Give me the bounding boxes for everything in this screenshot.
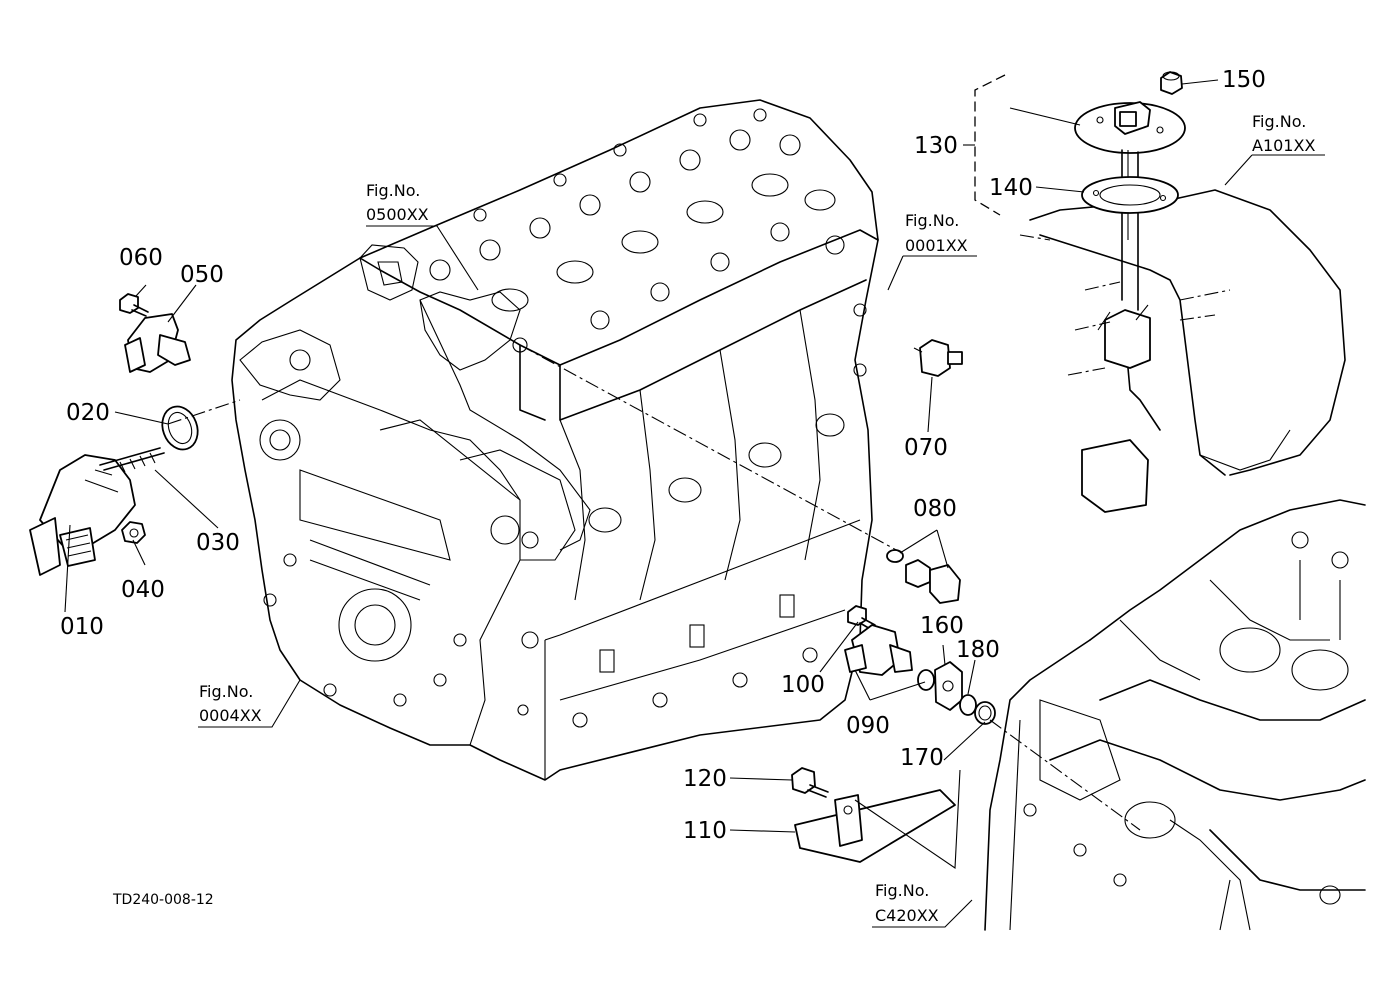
axis-lines: [167, 234, 1231, 831]
part-160-oring: [917, 669, 935, 691]
label-040: 040: [121, 577, 165, 603]
part-110-plate: [794, 789, 956, 863]
part-080-sensor: [886, 549, 961, 604]
fig-ref-code: 0001XX: [905, 236, 968, 255]
label-070: 070: [904, 435, 948, 461]
fig-ref-0500xx: Fig.No. 0500XX: [366, 181, 429, 224]
label-060: 060: [119, 245, 163, 271]
part-040-nut: [121, 521, 146, 544]
label-020: 020: [66, 400, 110, 426]
fig-ref-code: A101XX: [1252, 136, 1315, 155]
part-010-sensor: [29, 454, 136, 576]
part-130-fuel-sender: [1074, 101, 1186, 513]
fig-ref-code: 0500XX: [366, 205, 429, 224]
part-060-bolt: [119, 293, 149, 317]
part-180-ring: [959, 694, 977, 716]
part-120-bolt: [791, 767, 829, 798]
label-160: 160: [920, 613, 964, 639]
fig-ref-0001xx: Fig.No. 0001XX: [905, 211, 968, 255]
label-130: 130: [914, 133, 958, 159]
part-100-bolt: [847, 605, 876, 631]
fig-ref-0004xx: Fig.No. 0004XX: [199, 682, 262, 725]
part-140-gasket: [1081, 176, 1179, 214]
part-030-stud: [99, 447, 165, 473]
fig-ref-prefix: Fig.No.: [366, 181, 420, 200]
label-080: 080: [913, 496, 957, 522]
label-050: 050: [180, 262, 224, 288]
transmission-case-drawing: [984, 499, 1366, 931]
part-150-nut: [1160, 71, 1183, 95]
fig-ref-prefix: Fig.No.: [875, 881, 929, 900]
fig-ref-a101xx: Fig.No. A101XX: [1252, 112, 1315, 155]
part-070-sender: [913, 339, 963, 377]
label-120: 120: [683, 766, 727, 792]
part-gasket-plate: [934, 661, 963, 711]
fig-ref-code: 0004XX: [199, 706, 262, 725]
label-150: 150: [1222, 67, 1266, 93]
label-010: 010: [60, 614, 104, 640]
part-050-sensor: [124, 313, 191, 373]
fig-ref-c420xx: Fig.No. C420XX: [875, 881, 939, 925]
part-number-labels: 010 020 030 040 050 060 070 080 090 100 …: [60, 67, 1266, 844]
group-130-bracket: [974, 74, 1006, 216]
label-170: 170: [900, 745, 944, 771]
fig-ref-prefix: Fig.No.: [1252, 112, 1306, 131]
label-100: 100: [781, 672, 825, 698]
fuel-tank-drawing: [1029, 189, 1346, 476]
label-140: 140: [989, 175, 1033, 201]
fig-ref-code: C420XX: [875, 906, 939, 925]
part-020-oring: [161, 405, 199, 451]
fig-ref-prefix: Fig.No.: [199, 682, 253, 701]
part-170-ring: [974, 701, 996, 725]
label-110: 110: [683, 818, 727, 844]
label-180: 180: [956, 637, 1000, 663]
leader-lines: [64, 79, 1325, 928]
fig-ref-prefix: Fig.No.: [905, 211, 959, 230]
part-090-sensor: [844, 624, 913, 676]
drawing-code: TD240-008-12: [112, 892, 214, 908]
label-090: 090: [846, 713, 890, 739]
figure-reference-labels: Fig.No. 0500XX Fig.No. 0001XX Fig.No. 00…: [199, 112, 1315, 925]
engine-block-drawing: [231, 99, 879, 781]
label-030: 030: [196, 530, 240, 556]
